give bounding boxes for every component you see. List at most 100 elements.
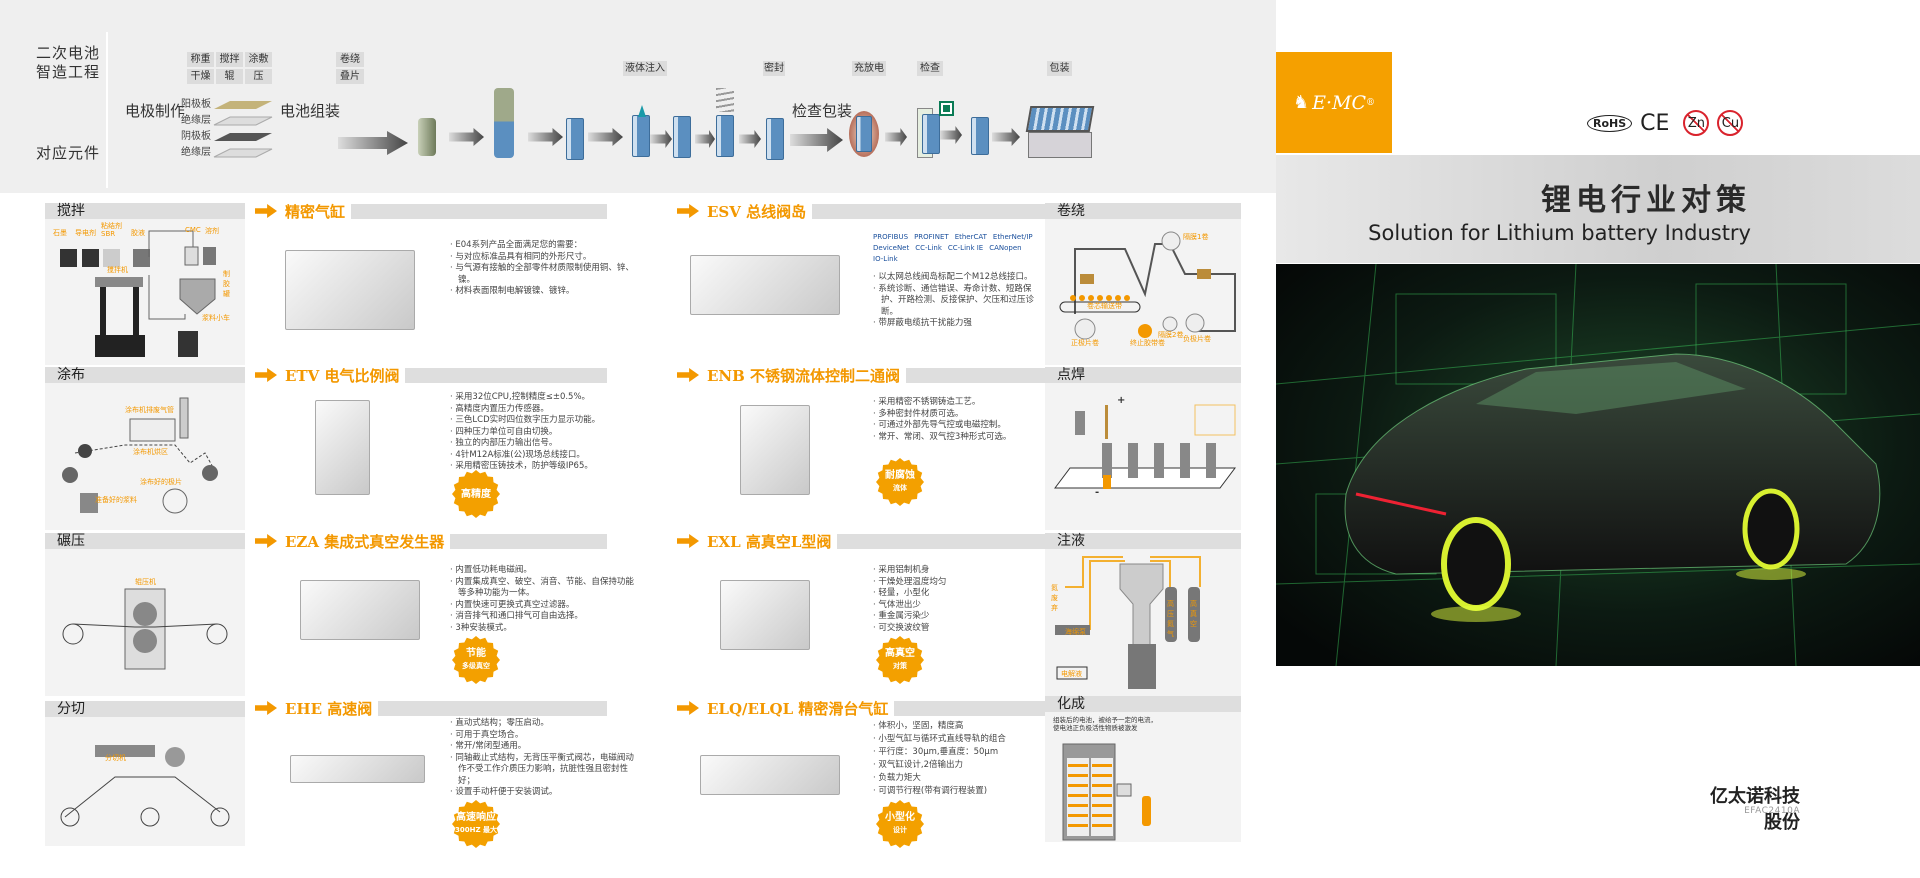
diagram-label: 负极片卷 (1183, 335, 1211, 343)
feature-text: 设置手动杆便于安装调试。 (455, 787, 558, 797)
feature-text: 同轴截止式结构，无背压平衡式阀芯，电磁阀动作不受工作介质压力影响，抗脏性强且密封… (455, 752, 634, 786)
arrow-right-icon (255, 701, 277, 715)
section-divider-bar (378, 701, 607, 716)
arrow-right-icon (677, 701, 699, 715)
step-tag: 干燥 (187, 69, 214, 84)
section-divider-bar (450, 534, 607, 549)
spot-welding-diagram (1054, 404, 1236, 489)
feature-item: · 可交换波纹管 (873, 622, 930, 633)
step-tag: 密封 (763, 61, 785, 76)
badge-text: 多级真空 (462, 662, 490, 670)
feature-item: · 内置集成真空、破空、消音、节能、自保持功能等多种功能为一体。 (450, 576, 634, 599)
product-title-text: EZA 集成式真空发生器 (285, 532, 445, 551)
process-title: 注液 (1045, 533, 1241, 549)
feature-item: · 系统诊断、通信错误、寿命计数、短路保护、开路检测、反接保护、欠压和过压诊断。 (873, 283, 1035, 317)
feature-text: 平行度：30μm,垂直度：50μm (878, 747, 999, 757)
feature-list: · E04系列产品全面满足您的需要：· 与对应标准品具有相同的外形尺寸。· 与气… (450, 240, 640, 298)
title-band: 锂电行业对策 Solution for Lithium battery Indu… (1276, 155, 1920, 263)
flow-arrow (940, 126, 962, 144)
diagram-label: + (1117, 395, 1126, 406)
layer-list: 阳极板 绝缘层 阴极板 绝缘层 (181, 97, 211, 161)
step-tag: 检查 (917, 61, 943, 76)
feature-item: · 可通过外部先导气控或电磁控制。 (873, 420, 1006, 430)
process-panel-coating: 涂布 涂布机排废气管 涂布机烘区 涂布好的极片 准备好的浆料 (45, 367, 245, 530)
product-title-text: ENB 不锈钢流体控制二通阀 (707, 366, 901, 385)
badge-seal-icon (876, 458, 924, 506)
feature-item: · 以太网总线阀岛标配二个M12总线接口。 (873, 272, 1033, 282)
product-image (740, 405, 810, 495)
process-flow-band: 二次电池 智造工程 对应元件 称重 搅拌 涂敷 干燥 辊 压 卷绕 叠片 液体注… (0, 0, 1276, 193)
diagram-label: 溶剂 (205, 227, 219, 235)
feature-item: · 同轴截止式结构，无背压平衡式阀芯，电磁阀动作不受工作介质压力影响，抗脏性强且… (450, 752, 634, 786)
feature-text: 采用精密压铸技术，防护等级IP65。 (455, 461, 593, 471)
feature-badge: 小型化设计 (876, 800, 924, 848)
product-title-text: EXL 高真空L型阀 (707, 532, 832, 551)
feature-item: · 气体泄出少 (873, 599, 921, 610)
diagram-label: 正极片卷 (1071, 339, 1099, 347)
feature-text: 以太网总线阀岛标配二个M12总线接口。 (878, 272, 1033, 282)
diagram-label: - (1095, 487, 1100, 498)
product-title: ENB 不锈钢流体控制二通阀 (677, 366, 901, 385)
feature-item: · 4针M12A标准(公)现场总线接口。 (450, 449, 585, 460)
feature-item: · 可调节行程(带有调行程装置) (873, 786, 988, 796)
diagram-label: 涂布好的极片 (140, 478, 182, 486)
diagram-label: 制胶罐 (223, 270, 230, 298)
coating-diagram (62, 397, 218, 514)
protocol-logo: EtherNet/IP (992, 233, 1033, 241)
product-title: EXL 高真空L型阀 (677, 532, 832, 551)
badge-text: 高真空 (885, 648, 915, 659)
feature-text: 重金属污染少 (878, 611, 930, 621)
step-tag: 称重 (187, 52, 214, 67)
rohs-icon: RoHS (1587, 114, 1633, 132)
flow-arrow (790, 128, 843, 152)
no-zinc-icon: Zn (1683, 110, 1710, 136)
feature-item: · 消音排气和通口排气可自由选择。 (450, 611, 583, 621)
product-image (690, 255, 840, 315)
brand-name: E·MC (1312, 91, 1367, 114)
feature-item: · 多种密封件材质可选。 (873, 408, 964, 419)
ce-mark-icon: CE (1640, 110, 1670, 136)
badge-seal-icon (452, 636, 500, 684)
protocol-logo: CC-Link IE (947, 244, 984, 252)
page-subtitle: Solution for Lithium battery Industry (1368, 221, 1751, 245)
feature-text: 四种压力单位可自由切换。 (455, 426, 558, 437)
product-image (700, 755, 840, 795)
winding-diagram (1059, 231, 1236, 340)
product-image (720, 580, 810, 650)
arrow-right-icon (255, 204, 277, 218)
feature-text: 与气源有接触的全部零件材质限制使用铜、锌、镍。 (455, 263, 634, 285)
battery-pack-icon (1025, 106, 1095, 158)
feature-list: · 内置低功耗电磁阀。· 内置集成真空、破空、消音、节能、自保持功能等多种功能为… (450, 565, 640, 634)
section-divider-bar (812, 204, 1045, 219)
badge-text: 高精度 (461, 488, 491, 500)
process-panel-mixing: 搅拌 石墨 导电剂 粘结剂SBR 胶液 CMC 溶剂 搅拌机 制胶罐 浆料小车 (45, 203, 245, 365)
feature-text: 气体泄出少 (878, 599, 921, 610)
feature-text: 可通过外部先导气控或电磁控制。 (878, 420, 1006, 430)
step-tag: 液体注入 (623, 61, 667, 76)
divider (106, 32, 108, 188)
protocol-logo: CC-Link (915, 244, 942, 252)
process-title-line: 二次电池 (36, 44, 101, 62)
seal-spring-icon (716, 88, 734, 112)
company-name: 亿太诺科技股份 (1710, 786, 1800, 833)
inspect-pack-label: 检查包装 (792, 102, 853, 120)
battery-cell-icon (716, 115, 734, 157)
arrow-right-icon (677, 368, 699, 382)
feature-text: 内置低功耗电磁阀。 (455, 565, 532, 575)
battery-cell-icon (922, 114, 940, 154)
slitting-diagram (60, 745, 230, 827)
battery-cell-icon (856, 116, 872, 152)
feature-item: · 高精度内置压力传感器。 (450, 403, 549, 414)
flow-arrow (695, 130, 715, 148)
feature-text: 常开/常闭型通用。 (455, 741, 527, 751)
diagram-label: 粘结剂SBR (101, 222, 122, 238)
process-panel-winding: 卷绕 隔膜1卷 卷芯输送带 正极片卷 终止胶带卷 隔膜2卷 负极片卷 (1045, 203, 1241, 365)
feature-text: 独立的内部压力输出信号。 (455, 438, 558, 448)
process-title: 分切 (45, 701, 245, 717)
arrow-right-icon (677, 204, 699, 218)
feature-badge: 高精度 (452, 470, 500, 518)
product-title-text: ETV 电气比例阀 (285, 366, 400, 385)
badge-text: 小型化 (885, 812, 915, 823)
arrow-right-icon (255, 368, 277, 382)
step-tag: 压 (245, 69, 272, 84)
